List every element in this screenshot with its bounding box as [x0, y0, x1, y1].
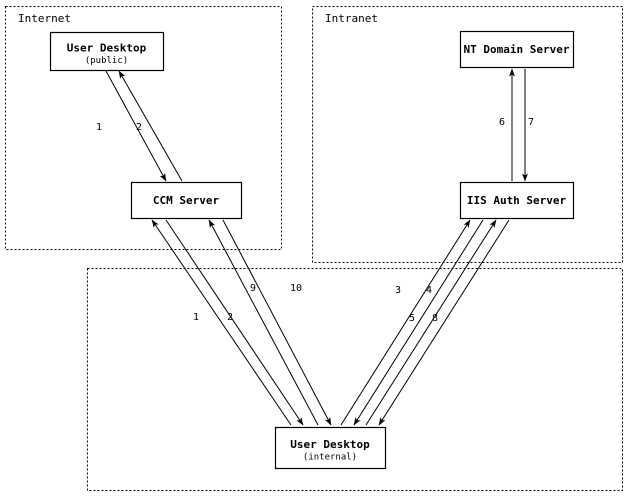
node-box-ccm-server[interactable] — [130, 181, 243, 220]
flow-arrow-flow-2-public — [118, 70, 183, 182]
flow-arrow-flow-10 — [222, 219, 332, 426]
zone-border-intranet — [312, 6, 623, 263]
edge-label-label-1-bottom: 1 — [193, 312, 199, 323]
node-user-desktop-internal[interactable]: User Desktop (internal) — [274, 426, 387, 470]
node-user-desktop-public[interactable]: User Desktop(public) — [49, 31, 165, 72]
edge-label-label-3: 3 — [395, 285, 401, 296]
edge-label-label-9: 9 — [250, 283, 256, 294]
flow-arrows — [105, 68, 528, 426]
flow-arrow-flow-1-internal — [151, 219, 292, 426]
edge-label-label-4: 4 — [426, 285, 432, 296]
node-box-iis-auth-server[interactable] — [459, 181, 575, 220]
edge-label-label-2-bottom: 2 — [227, 312, 233, 323]
edge-label-label-6: 6 — [499, 117, 505, 128]
edge-label-label-5: 5 — [409, 313, 415, 324]
node-sublabel-user-desktop-internal: (internal) — [303, 453, 357, 463]
flow-arrow-flow-9 — [208, 219, 319, 426]
node-label-user-desktop-internal: User Desktop — [290, 438, 370, 451]
node-sublabel-user-desktop-public: (public) — [85, 56, 128, 66]
node-label-ccm-server: CCM Server — [153, 194, 220, 207]
zone-internet: Internet — [5, 6, 282, 250]
node-iis-auth-server[interactable]: IIS Auth Server — [459, 181, 575, 220]
zone-border-internet — [5, 6, 282, 250]
zone-border-internal — [87, 268, 623, 491]
node-ccm-server[interactable]: CCM Server — [130, 181, 243, 220]
edge-label-label-7: 7 — [528, 117, 534, 128]
flow-arrow-flow-1-public — [105, 70, 167, 182]
edge-label-label-8: 8 — [432, 313, 438, 324]
flow-arrow-flow-2-internal — [165, 219, 304, 426]
zone-label-intranet: Intranet — [325, 12, 378, 25]
flow-arrow-flow-5 — [365, 219, 497, 426]
node-box-user-desktop-internal[interactable] — [274, 426, 387, 470]
flow-arrow-flow-4 — [353, 219, 484, 426]
zone-label-internet: Internet — [18, 12, 71, 25]
zone-intranet: Intranet — [312, 6, 623, 263]
node-label-nt-domain-server: NT Domain Server — [464, 43, 570, 56]
node-box-nt-domain-server[interactable] — [459, 30, 575, 69]
node-box-user-desktop-public[interactable] — [49, 31, 165, 72]
edge-label-label-2-top: 2 — [136, 122, 142, 133]
edge-label-label-1-top: 1 — [96, 122, 102, 133]
flow-arrow-flow-3 — [340, 219, 471, 426]
zone-boundaries: Internet Intranet — [5, 6, 623, 491]
flow-arrow-flow-8 — [378, 219, 510, 426]
edge-step-labels: 1 2 6 7 9 10 1 2 3 4 5 8 — [96, 117, 534, 324]
node-label-iis-auth-server: IIS Auth Server — [467, 194, 567, 207]
node-nt-domain-server[interactable]: NT Domain Server — [459, 30, 575, 69]
edge-label-label-10: 10 — [290, 283, 302, 294]
zone-internal — [87, 268, 623, 491]
node-label-user-desktop-public: User Desktop — [67, 42, 147, 55]
